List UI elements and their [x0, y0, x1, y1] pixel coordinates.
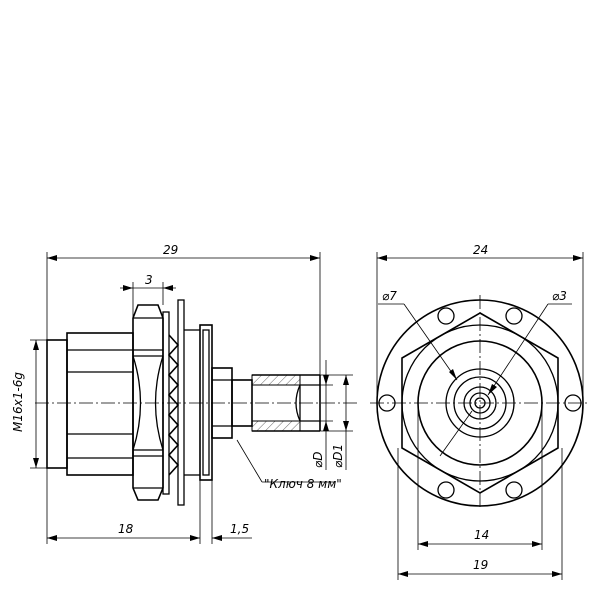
dim-d-small-label: ⌀3	[552, 289, 567, 303]
dim-flange-thickness-label: 1,5	[230, 522, 249, 536]
dim-d-large: ⌀7	[378, 289, 458, 381]
washer-lobes	[378, 307, 582, 499]
shank	[211, 367, 253, 439]
hex-inner-circle	[401, 324, 559, 482]
pin-circle	[469, 392, 491, 414]
rear-body	[46, 332, 134, 476]
dim-body-length-label: 18	[118, 522, 134, 536]
dim-bore-label: ⌀D	[311, 452, 325, 468]
socket-mid-circle	[453, 376, 507, 430]
dim-bore: ⌀D ⌀D1	[300, 360, 353, 470]
flange	[184, 324, 213, 481]
dim-body-length: 18	[46, 468, 201, 544]
dim-hex-outer-label: 19	[473, 558, 488, 572]
pin-center	[474, 397, 486, 409]
dim-outer-diameter-label: ⌀D1	[331, 444, 345, 468]
dim-hex-outer: 19	[397, 448, 563, 580]
front-view: ⌀7 ⌀3 24 14	[370, 243, 590, 580]
dim-overall-length-label: 29	[163, 243, 178, 257]
dim-overall-length: 29	[46, 243, 321, 375]
dim-d-large-label: ⌀7	[382, 289, 397, 303]
dim-hex-flat-label: 14	[474, 528, 489, 542]
hex-nut-front	[401, 312, 559, 494]
dim-thread: M16x1-6g	[11, 339, 47, 469]
dim-nut-width-label: 3	[145, 273, 153, 287]
wrench-note: "Ключ 8 мм"	[264, 477, 342, 491]
dim-overall-width-label: 24	[473, 243, 488, 257]
dim-d-small: ⌀3	[439, 289, 572, 457]
dim-hex-flat: 14	[417, 403, 543, 550]
dim-nut-width: 3	[120, 273, 176, 318]
dim-thread-label: M16x1-6g	[11, 372, 25, 432]
dim-flange-thickness: 1,5	[211, 480, 252, 544]
dim-overall-width: 24	[376, 243, 584, 403]
socket-outer-circle	[445, 368, 515, 438]
hex-nut	[132, 304, 164, 501]
wrench-callout: "Ключ 8 мм"	[236, 439, 342, 491]
side-view: 29 3 M16x1-6g 18	[11, 243, 360, 544]
lock-washer	[162, 299, 185, 506]
pin-socket	[251, 374, 321, 432]
socket-inner-circle	[463, 386, 497, 420]
